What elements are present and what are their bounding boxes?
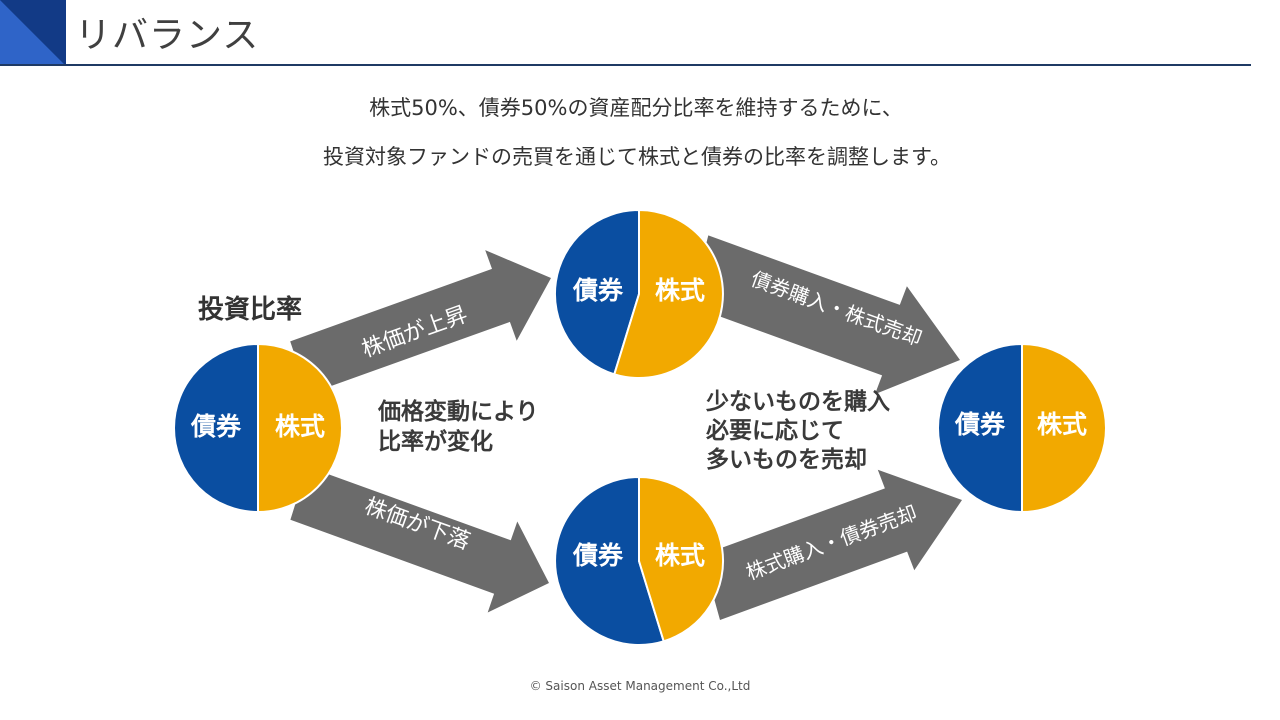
pie-stock-down: 債券 株式 xyxy=(554,475,725,646)
pie-initial-stock-label: 株式 xyxy=(275,412,325,441)
pie-stock-up: 債券 株式 xyxy=(553,208,724,379)
pie-rebalanced-bond-label: 債券 xyxy=(954,410,1006,439)
arrow-rebalance-bottom: 株式購入・債券売却 xyxy=(702,469,962,620)
change-note-line-1: 価格変動により xyxy=(377,398,539,425)
pie-stock-up-stock-label: 株式 xyxy=(655,276,705,305)
rule-note-line-1: 少ないものを購入 xyxy=(705,389,890,415)
arrow-rebalance-top: 債券購入・株式売却 xyxy=(690,235,960,395)
pie-initial: 債券 株式 xyxy=(173,342,343,514)
intro-line-2: 投資対象ファンドの売買を通じて株式と債券の比率を調整します。 xyxy=(323,145,951,169)
rule-note-line-2: 必要に応じて xyxy=(706,417,844,444)
change-note-line-2: 比率が変化 xyxy=(378,428,493,455)
arrow-price-up: 株価が上昇 xyxy=(290,250,551,395)
pie-rebalanced-stock-label: 株式 xyxy=(1037,410,1087,439)
pie-initial-bond-label: 債券 xyxy=(190,412,242,441)
pie-stock-up-bond-label: 債券 xyxy=(572,276,624,305)
pie-stock-down-stock-label: 株式 xyxy=(655,541,705,570)
title-underline xyxy=(0,64,1251,66)
pie-rebalanced: 債券 株式 xyxy=(937,342,1107,514)
rule-note-line-3: 多いものを売却 xyxy=(706,446,867,473)
arrow-price-down: 株価が下落 xyxy=(290,466,549,613)
pie-stock-down-bond-label: 債券 xyxy=(572,541,624,570)
page-title: リバランス xyxy=(75,15,260,56)
intro-line-1: 株式50%、債券50%の資産配分比率を維持するために、 xyxy=(369,96,903,120)
copyright-notice: © Saison Asset Management Co.,Ltd xyxy=(529,679,751,693)
ratio-heading: 投資比率 xyxy=(198,294,302,325)
title-corner-mark xyxy=(0,0,66,66)
